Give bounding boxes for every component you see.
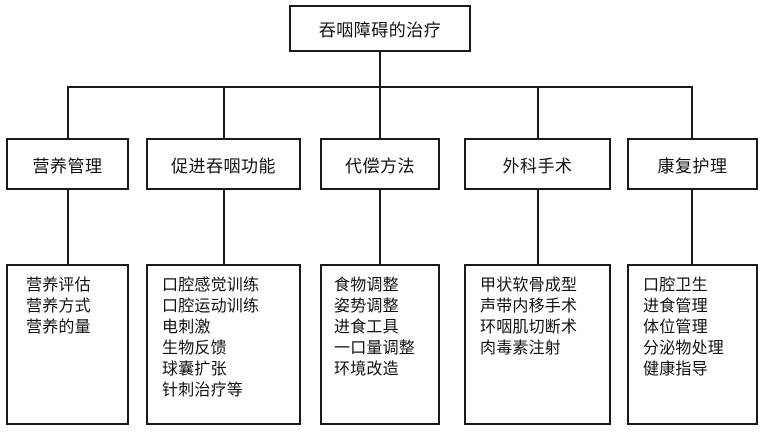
leaf-item: 环咽肌切断术: [480, 317, 578, 336]
leaf-item: 甲状软骨成型: [480, 275, 578, 294]
leaf-list-4: 甲状软骨成型 声带内移手术 环咽肌切断术 肉毒素注射: [466, 274, 609, 358]
leaf-item: 进食管理: [643, 296, 708, 315]
leaf-list-5: 口腔卫生 进食管理 体位管理 分泌物处理 健康指导: [629, 274, 756, 379]
leaf-item: 口腔感觉训练: [162, 275, 260, 294]
leaf-box-1[interactable]: 营养评估 营养方式 营养的量: [6, 264, 129, 425]
leaf-item: 口腔运动训练: [162, 296, 260, 315]
leaf-item: 球囊扩张: [162, 359, 227, 378]
leaf-box-2[interactable]: 口腔感觉训练 口腔运动训练 电刺激 生物反馈 球囊扩张 针刺治疗等: [146, 264, 301, 425]
leaf-item: 进食工具: [334, 317, 399, 336]
leaf-item: 口腔卫生: [643, 275, 708, 294]
category-box-3[interactable]: 代偿方法: [320, 138, 440, 190]
connector-drop-5: [691, 86, 693, 138]
category-label-3: 代偿方法: [345, 156, 415, 177]
leaf-item: 食物调整: [334, 275, 399, 294]
category-label-4: 外科手术: [502, 156, 573, 177]
category-box-5[interactable]: 康复护理: [627, 138, 758, 190]
leaf-item: 声带内移手术: [480, 296, 578, 315]
connector-category-leaf-5: [691, 190, 693, 264]
leaf-item: 肉毒素注射: [480, 338, 562, 357]
connector-drop-2: [223, 86, 225, 138]
connector-category-leaf-1: [67, 190, 69, 264]
category-label-1: 营养管理: [32, 156, 103, 177]
leaf-box-4[interactable]: 甲状软骨成型 声带内移手术 环咽肌切断术 肉毒素注射: [464, 264, 611, 425]
connector-drop-4: [537, 86, 539, 138]
leaf-item: 体位管理: [643, 317, 708, 336]
connector-category-leaf-2: [223, 190, 225, 264]
leaf-item: 分泌物处理: [643, 338, 725, 357]
leaf-item: 健康指导: [643, 359, 708, 378]
leaf-item: 电刺激: [162, 317, 211, 336]
category-label-5: 康复护理: [657, 156, 728, 177]
leaf-box-3[interactable]: 食物调整 姿势调整 进食工具 一口量调整 环境改造: [320, 264, 440, 425]
leaf-item: 营养评估: [26, 275, 91, 294]
leaf-item: 营养的量: [26, 317, 91, 336]
connector-drop-1: [67, 86, 69, 138]
leaf-list-3: 食物调整 姿势调整 进食工具 一口量调整 环境改造: [322, 274, 438, 379]
root-node[interactable]: 吞咽障碍的治疗: [289, 5, 471, 52]
root-node-label: 吞咽障碍的治疗: [318, 21, 442, 41]
leaf-box-5[interactable]: 口腔卫生 进食管理 体位管理 分泌物处理 健康指导: [627, 264, 758, 425]
leaf-item: 姿势调整: [334, 296, 399, 315]
leaf-item: 针刺治疗等: [162, 380, 244, 399]
connector-drop-3: [379, 86, 381, 138]
connector-category-leaf-4: [537, 190, 539, 264]
category-box-4[interactable]: 外科手术: [464, 138, 611, 190]
category-box-1[interactable]: 营养管理: [6, 138, 129, 190]
leaf-item: 生物反馈: [162, 338, 227, 357]
connector-root-stem: [379, 52, 381, 86]
leaf-list-2: 口腔感觉训练 口腔运动训练 电刺激 生物反馈 球囊扩张 针刺治疗等: [148, 274, 299, 400]
leaf-item: 营养方式: [26, 296, 91, 315]
leaf-list-1: 营养评估 营养方式 营养的量: [8, 274, 127, 337]
category-label-2: 促进吞咽功能: [171, 156, 276, 177]
category-box-2[interactable]: 促进吞咽功能: [146, 138, 301, 190]
leaf-item: 环境改造: [334, 359, 399, 378]
connector-category-leaf-3: [379, 190, 381, 264]
leaf-item: 一口量调整: [334, 338, 416, 357]
